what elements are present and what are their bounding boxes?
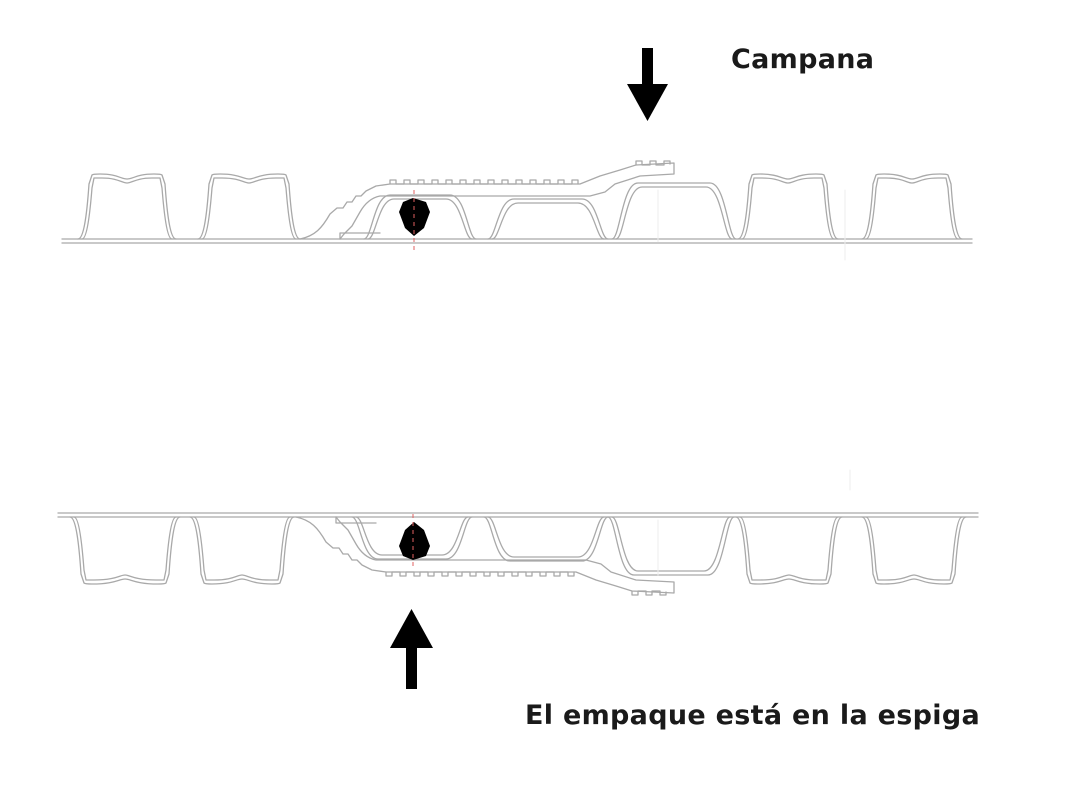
bottom-corrugation-inner-3 [739, 516, 839, 581]
top-corrugation-4 [861, 173, 963, 240]
top-corrugation-under-bell-3 [611, 182, 737, 240]
top-corrugation-inner-4 [865, 177, 959, 240]
bottom-gasket [399, 522, 430, 560]
top-corrugation-under-bell-1 [363, 194, 477, 240]
bottom-corrugation-inner-4 [865, 516, 963, 581]
top-corrugation-inner-2 [201, 177, 297, 240]
bottom-corrugation-on-spigot-2 [483, 516, 609, 562]
top-corrugation-under-bell-2 [487, 198, 609, 240]
bottom-spigot-teeth [385, 571, 667, 596]
gasket-on-spigot-label: El empaque está en la espiga [525, 700, 980, 731]
top-pipe-corrugations [77, 173, 963, 240]
bottom-corrugation-3 [735, 516, 843, 585]
top-corrugation-1 [77, 173, 177, 240]
bottom-corrugation-inner-2 [193, 516, 291, 581]
bottom-pipe-corrugations [69, 516, 967, 585]
up-arrow-icon [390, 609, 433, 689]
top-corrugation-inner-3 [741, 177, 835, 240]
bottom-corrugation-on-spigot-2-inner [487, 516, 605, 558]
top-spigot-rim [339, 232, 381, 240]
bottom-corrugation-2 [189, 516, 295, 585]
top-corrugation-under-bell-2-inner [491, 202, 605, 240]
bottom-corrugation-1 [69, 516, 181, 585]
top-corrugation-2 [197, 173, 301, 240]
top-corrugation-inner-1 [81, 177, 173, 240]
bottom-spigot-end [295, 516, 675, 594]
bottom-corrugation-on-spigot-3 [607, 516, 735, 576]
bottom-corrugation-on-spigot-3-inner [611, 516, 731, 572]
bottom-bell-rim [335, 516, 377, 524]
top-corrugation-under-bell-1-inner [367, 198, 473, 240]
top-bell-teeth [389, 160, 671, 185]
bottom-pipe-assembly [57, 469, 979, 596]
down-arrow-icon [627, 48, 668, 121]
bottom-corrugation-inner-1 [73, 516, 177, 581]
top-pipe-assembly [61, 160, 973, 261]
top-corrugation-under-bell-3-inner [615, 186, 733, 240]
bell-label: Campana [731, 44, 875, 75]
top-corrugation-3 [737, 173, 839, 240]
top-bell-socket [299, 162, 675, 240]
bottom-corrugation-4 [861, 516, 967, 585]
